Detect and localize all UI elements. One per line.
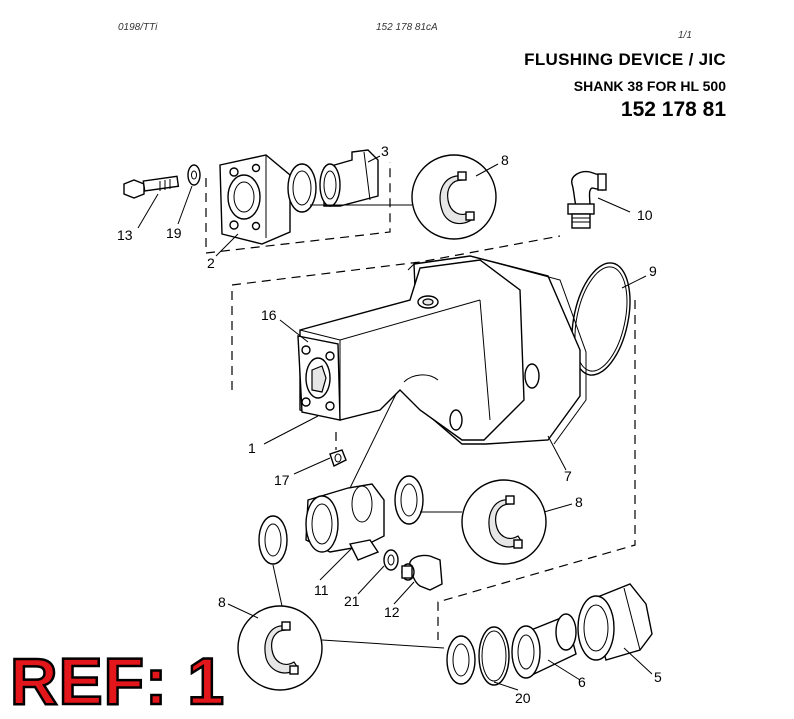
fitting-17: [329, 432, 347, 467]
document-code: 0198/TTi: [118, 22, 158, 33]
callout-10: 10: [637, 207, 653, 223]
callout-8-middle: 8: [575, 494, 583, 510]
callout-21: 21: [344, 593, 360, 609]
bushing-3: [319, 149, 379, 207]
page-number: 1/1: [678, 30, 692, 41]
callout-13: 13: [117, 227, 133, 243]
main-group-outline-right: [437, 300, 636, 640]
seal-detail-circle-middle: [461, 479, 547, 565]
callout-8-bottom: 8: [218, 594, 226, 610]
seal-ring-20: [446, 635, 476, 685]
o-ring-20: [478, 626, 510, 686]
callout-12: 12: [384, 604, 400, 620]
callout-2: 2: [207, 255, 215, 271]
callout-1: 1: [248, 440, 256, 456]
housing-1: [297, 255, 587, 445]
callout-7: 7: [564, 468, 572, 484]
callout-3: 3: [381, 143, 389, 159]
top-group-outline: [205, 162, 391, 254]
adapter-body-11: [305, 483, 385, 561]
seal-ring: [287, 163, 317, 213]
seal-detail-circle-top: [411, 154, 497, 240]
washer-21: [383, 549, 399, 571]
part-number: 152 178 81: [620, 98, 726, 121]
elbow-fitting-12: [401, 554, 443, 591]
bushing-5: [577, 583, 653, 661]
callout-6: 6: [578, 674, 586, 690]
flange-2: [219, 154, 291, 245]
callout-16: 16: [261, 307, 277, 323]
o-ring-9: [571, 262, 631, 376]
callout-8-top: 8: [501, 152, 509, 168]
elbow-fitting-10: [567, 170, 607, 229]
callout-20: 20: [515, 690, 531, 706]
bolt-13: [123, 175, 180, 199]
reference-label: REF: 1: [9, 644, 226, 718]
seal-ring-left: [258, 515, 288, 565]
leader-lines: [137, 155, 653, 691]
main-group-outline: [231, 235, 561, 390]
sleeve-6: [511, 613, 577, 679]
callout-11: 11: [314, 582, 329, 598]
drawing-number: 152 178 81cA: [376, 22, 438, 33]
callout-5: 5: [654, 669, 662, 685]
seal-detail-circle-bottom: [237, 605, 323, 691]
callout-19: 19: [166, 225, 182, 241]
washer-19: [187, 164, 201, 186]
diagram-subtitle: SHANK 38 FOR HL 500: [573, 78, 726, 94]
seal-ring-right: [394, 475, 424, 525]
callout-17: 17: [274, 472, 290, 488]
diagram-title: FLUSHING DEVICE / JIC: [524, 50, 726, 69]
callout-9: 9: [649, 263, 657, 279]
